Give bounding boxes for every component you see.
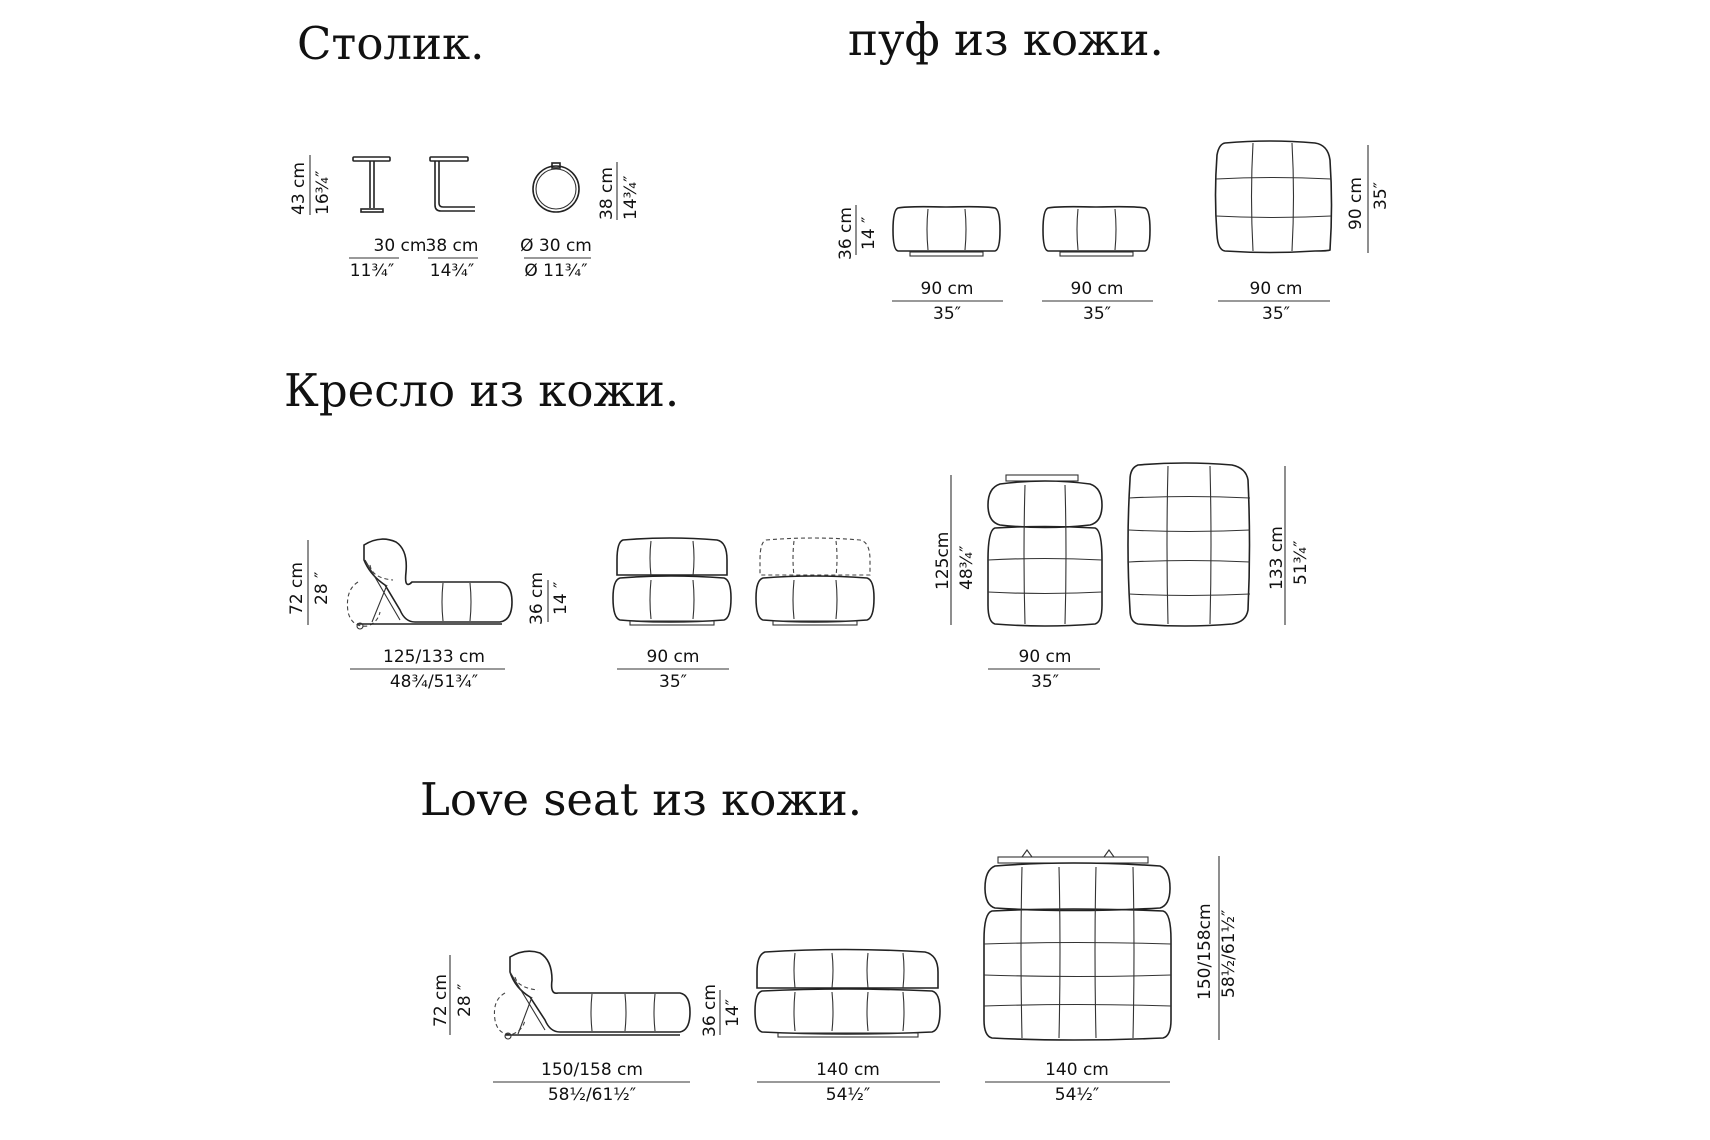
- armchair-front-drawing: [612, 537, 732, 626]
- armchair-front-width-cm: 90 cm: [647, 647, 700, 667]
- pouf-top-drawing: [1214, 140, 1333, 254]
- pouf-width2-cm: 90 cm: [1071, 279, 1124, 299]
- armchair-top2-depth-in: 51¾″: [1291, 541, 1311, 585]
- table-side-in: 14¾″: [621, 176, 641, 220]
- pouf-depth-in: 35″: [1371, 182, 1391, 210]
- loveseat-seat-cm: 36 cm: [700, 984, 720, 1037]
- loveseat-height-cm: 72 cm: [431, 974, 451, 1027]
- loveseat-top-width-in: 54½″: [1055, 1085, 1099, 1105]
- loveseat-seat-in: 14″: [723, 999, 743, 1027]
- pouf-width3-in: 35″: [1262, 304, 1290, 324]
- table-height-in: 16¾″: [313, 171, 333, 215]
- pouf-width1-in: 35″: [933, 304, 961, 324]
- armchair-back-drawing: [755, 537, 875, 626]
- pouf-width1-cm: 90 cm: [921, 279, 974, 299]
- table-side-cm: 38 cm: [597, 167, 617, 220]
- pouf-width2-in: 35″: [1083, 304, 1111, 324]
- table-section: 43 cm 16¾″ 30 cm 11¾″ 38 cm 14¾″ Ø 30 cm: [289, 155, 641, 281]
- loveseat-top-drawing: [983, 849, 1172, 1041]
- armchair-top2-depth-cm: 133 cm: [1267, 526, 1287, 590]
- loveseat-front-width-cm: 140 cm: [816, 1060, 880, 1080]
- table-width1-cm: 30 cm: [374, 236, 427, 256]
- title-loveseat: Love seat из кожи.: [420, 773, 862, 826]
- loveseat-top-depth-in: 58½/61½″: [1219, 910, 1239, 998]
- armchair-length-in: 48¾/51¾″: [390, 672, 478, 692]
- armchair-top2-drawing: [1127, 462, 1251, 627]
- armchair-top-drawing: [987, 474, 1103, 627]
- table-side-drawing: [429, 156, 475, 212]
- loveseat-section: 72 cm 28 ″ 150/158 cm 58½/61½″ 36 cm 14″: [431, 849, 1239, 1105]
- armchair-top-width-in: 35″: [1031, 672, 1059, 692]
- table-diameter-in: Ø 11¾″: [524, 261, 587, 281]
- armchair-height-in: 28 ″: [312, 572, 332, 605]
- armchair-top-width-cm: 90 cm: [1019, 647, 1072, 667]
- loveseat-front-width-in: 54½″: [826, 1085, 870, 1105]
- pouf-height-cm: 36 cm: [836, 207, 856, 260]
- table-diameter-cm: Ø 30 cm: [520, 236, 592, 256]
- pouf-depth-cm: 90 cm: [1346, 177, 1366, 230]
- armchair-side-drawing: [346, 538, 513, 630]
- table-width2-in: 14¾″: [430, 261, 474, 281]
- armchair-height-cm: 72 cm: [287, 562, 307, 615]
- armchair-top-depth-cm: 125cm: [933, 532, 953, 590]
- table-width2-cm: 38 cm: [426, 236, 479, 256]
- armchair-length-cm: 125/133 cm: [383, 647, 485, 667]
- loveseat-length-cm: 150/158 cm: [541, 1060, 643, 1080]
- pouf-width3-cm: 90 cm: [1250, 279, 1303, 299]
- title-pouf: пуф из кожи.: [848, 13, 1164, 66]
- loveseat-side-drawing: [493, 950, 691, 1040]
- table-front-drawing: [352, 156, 391, 213]
- armchair-seat-cm: 36 cm: [527, 572, 547, 625]
- title-armchair: Кресло из кожи.: [284, 364, 679, 417]
- loveseat-length-in: 58½/61½″: [548, 1085, 636, 1105]
- pouf-front-drawing: [892, 205, 1001, 257]
- armchair-section: 72 cm 28 ″ 125/133 cm 48¾/51¾″ 36 cm 14 …: [287, 462, 1311, 692]
- table-width1-in: 11¾″: [350, 261, 394, 281]
- loveseat-top-width-cm: 140 cm: [1045, 1060, 1109, 1080]
- table-top-drawing: [532, 162, 580, 213]
- pouf-section: 36 cm 14 ″ 90 cm 35″ 90 cm: [836, 140, 1391, 324]
- loveseat-height-in: 28 ″: [455, 984, 475, 1017]
- pouf-side-drawing: [1042, 205, 1151, 257]
- armchair-front-width-in: 35″: [659, 672, 687, 692]
- table-height-cm: 43 cm: [289, 162, 309, 215]
- armchair-top-depth-in: 48¾″: [957, 546, 977, 590]
- armchair-seat-in: 14 ″: [551, 582, 571, 615]
- loveseat-top-depth-cm: 150/158cm: [1195, 903, 1215, 1000]
- title-table: Столик.: [297, 17, 484, 70]
- loveseat-front-drawing: [754, 948, 941, 1038]
- pouf-height-in: 14 ″: [859, 217, 879, 250]
